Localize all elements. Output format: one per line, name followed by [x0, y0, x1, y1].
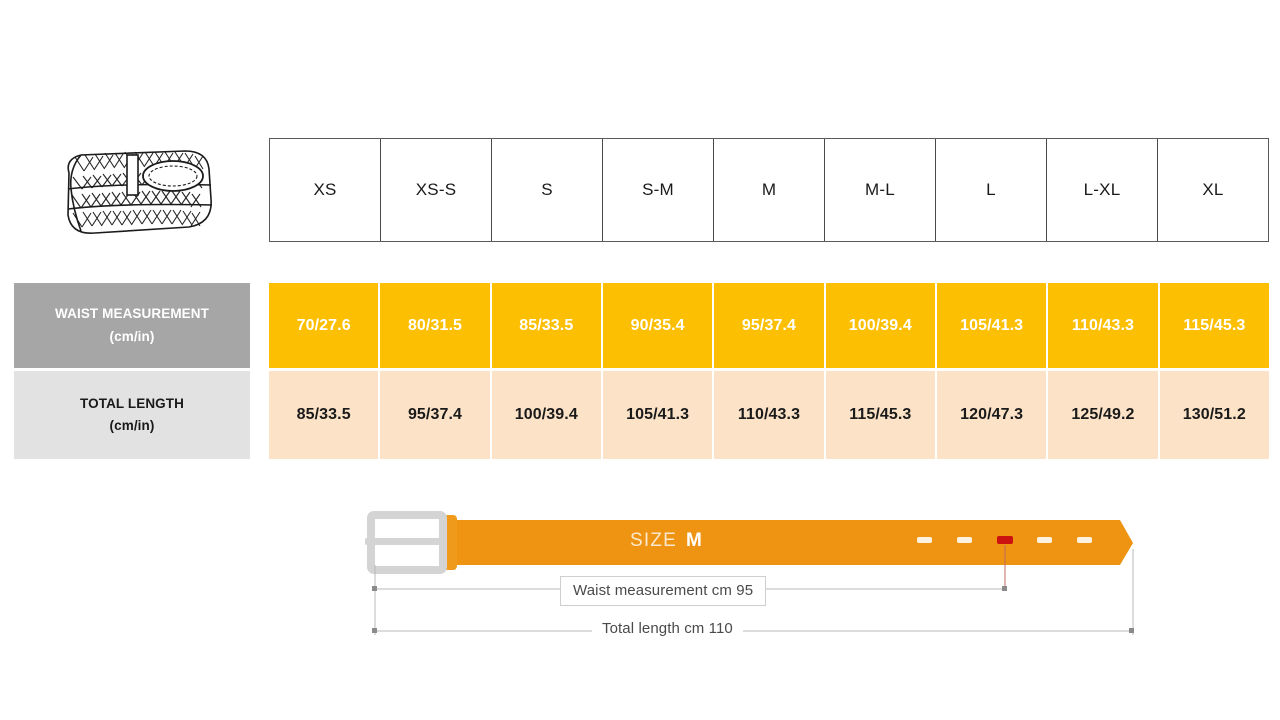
total-length-value-cell: 115/45.3	[825, 371, 937, 459]
total-length-dimension-label: Total length cm 110	[592, 618, 743, 639]
waist-value-cell: 105/41.3	[936, 283, 1049, 368]
belt-strap	[415, 520, 1133, 565]
waist-value-cell: 80/31.5	[380, 283, 492, 368]
size-header-cell: XL	[1202, 180, 1224, 199]
total-length-value-cell: 130/51.2	[1159, 371, 1269, 459]
waist-value-cell: 90/35.4	[602, 283, 715, 368]
belt-buckle-prong	[365, 538, 447, 545]
size-header-cell: M	[714, 139, 825, 241]
woven-belt-icon	[67, 150, 213, 234]
size-header-cell: L	[936, 139, 1047, 241]
total-length-label: TOTAL LENGTH (cm/in)	[14, 371, 250, 459]
waist-value-cell: 85/33.5	[491, 283, 603, 368]
total-length-value-cells: 85/33.5 95/37.4 100/39.4 105/41.3 110/43…	[269, 371, 1269, 459]
waist-measurement-row: WAIST MEASUREMENT (cm/in) 70/27.6 80/31.…	[0, 283, 1280, 368]
belt-measurement-diagram	[365, 511, 1134, 635]
total-length-value-cell: 110/43.3	[714, 371, 826, 459]
total-length-value-cell: 100/39.4	[491, 371, 603, 459]
total-length-value-cell: 125/49.2	[1048, 371, 1160, 459]
waist-value-cells: 70/27.6 80/31.5 85/33.5 90/35.4 95/37.4 …	[269, 283, 1269, 368]
row-label-line2: (cm/in)	[109, 418, 155, 433]
size-header-cell: M-L	[825, 139, 936, 241]
size-header-cell: XS	[270, 139, 381, 241]
belt-hole-active	[997, 536, 1013, 544]
size-header-table: XS XS-S S S-M M M-L L L-XL XL	[269, 138, 1269, 242]
size-header-cell: S-M	[603, 139, 714, 241]
belt-hole	[1077, 537, 1092, 543]
row-label-line1: TOTAL LENGTH	[80, 395, 184, 411]
total-length-row: TOTAL LENGTH (cm/in) 85/33.5 95/37.4 100…	[0, 371, 1280, 459]
belt-hole	[917, 537, 932, 543]
total-length-value-cell: 120/47.3	[936, 371, 1049, 459]
total-length-value-cell: 95/37.4	[380, 371, 492, 459]
row-label-line2: (cm/in)	[109, 328, 155, 344]
waist-value-cell: 70/27.6	[269, 283, 381, 368]
total-length-value-cell: 105/41.3	[602, 371, 715, 459]
waist-value-cell: 100/39.4	[825, 283, 937, 368]
size-header-cell: XS-S	[381, 139, 492, 241]
row-label-line1: WAIST MEASUREMENT	[55, 306, 209, 322]
belt-hole	[1037, 537, 1052, 543]
size-header-cell: S	[492, 139, 603, 241]
total-length-value-cell: 85/33.5	[269, 371, 381, 459]
waist-value-cell: 110/43.3	[1048, 283, 1160, 368]
size-header-cell: L-XL	[1047, 139, 1158, 241]
waist-value-cell: 95/37.4	[714, 283, 826, 368]
belt-hole	[957, 537, 972, 543]
waist-measurement-label: WAIST MEASUREMENT (cm/in)	[14, 283, 250, 368]
waist-value-cell: 115/45.3	[1159, 283, 1269, 368]
waist-dimension-label: Waist measurement cm 95	[560, 576, 767, 606]
